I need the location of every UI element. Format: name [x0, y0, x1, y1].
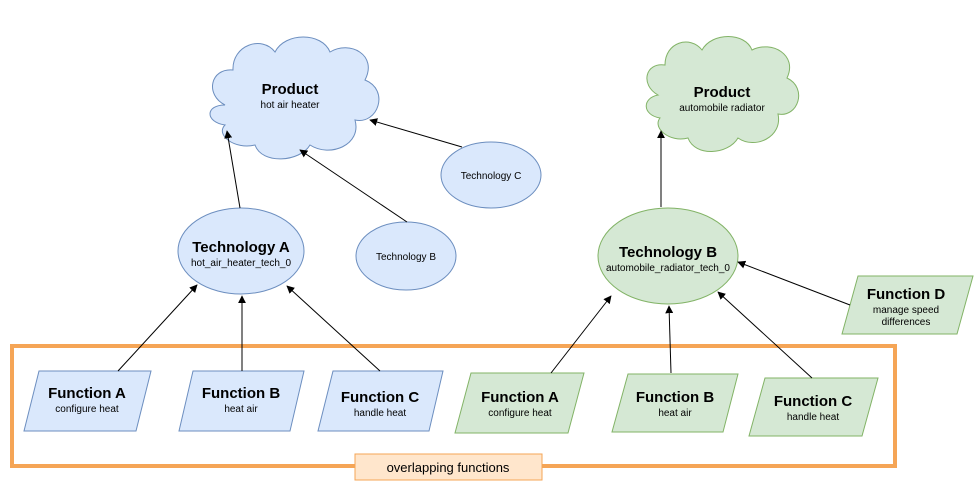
left-function-a-node: Function A configure heat [23, 370, 152, 432]
left-function-b-title: Function B [202, 385, 280, 402]
right-function-a-node: Function A configure heat [454, 372, 585, 434]
right-product-cloud-shape [645, 36, 799, 152]
right-function-c-title: Function C [774, 393, 852, 410]
left-function-c-node: Function C handle heat [317, 370, 444, 432]
left-product-cloud: Product hot air heater [209, 36, 380, 160]
right-product-title: Product [694, 84, 751, 101]
arrow-left-func-a-to-tech-a [117, 284, 198, 372]
right-function-b-title: Function B [636, 389, 714, 406]
arrow-left-tech-c-to-product [369, 118, 463, 148]
left-function-a-shape [23, 370, 152, 432]
left-technology-c-ellipse [440, 141, 542, 209]
arrow-left-tech-a-to-product [224, 130, 241, 209]
left-technology-c-node: Technology C [440, 141, 542, 209]
left-technology-c-label: Technology C [461, 171, 522, 182]
right-product-cloud: Product automobile radiator [645, 36, 799, 152]
right-function-c-subtitle: handle heat [787, 412, 839, 423]
right-product-subtitle: automobile radiator [679, 103, 765, 114]
left-technology-a-title: Technology A [192, 239, 290, 256]
left-function-b-shape [178, 370, 305, 432]
left-function-c-subtitle: handle heat [354, 408, 406, 419]
left-function-a-title: Function A [48, 385, 126, 402]
left-function-a-subtitle: configure heat [55, 404, 119, 415]
left-technology-a-ellipse [177, 207, 305, 295]
right-technology-b-node: Technology B automobile_radiator_tech_0 [597, 207, 739, 305]
overlap-label-text: overlapping functions [387, 460, 510, 475]
left-technology-a-subtitle: hot_air_heater_tech_0 [191, 258, 292, 269]
right-function-a-subtitle: configure heat [488, 408, 552, 419]
overlap-label-box: overlapping functions [354, 453, 543, 481]
left-technology-a-node: Technology A hot_air_heater_tech_0 [177, 207, 305, 295]
right-technology-b-title: Technology B [619, 244, 717, 261]
right-function-d-subtitle-line1: manage speed [873, 305, 939, 316]
right-function-a-title: Function A [481, 389, 559, 406]
right-function-b-shape [611, 373, 739, 433]
right-function-d-shape [841, 275, 974, 335]
left-function-c-title: Function C [341, 389, 419, 406]
left-function-c-shape [317, 370, 444, 432]
left-technology-b-node: Technology B [355, 221, 457, 291]
left-technology-b-ellipse [355, 221, 457, 291]
arrow-left-tech-b-to-product [299, 149, 408, 223]
arrow-right-func-d-to-tech-b [737, 260, 851, 306]
right-function-b-node: Function B heat air [611, 373, 739, 433]
right-function-b-subtitle: heat air [658, 408, 692, 419]
right-function-a-shape [454, 372, 585, 434]
right-function-c-node: Function C handle heat [748, 377, 879, 437]
left-product-title: Product [262, 81, 319, 98]
left-technology-b-label: Technology B [376, 252, 436, 263]
right-function-c-shape [748, 377, 879, 437]
left-product-cloud-shape [209, 36, 380, 160]
right-function-d-subtitle-line2: differences [882, 317, 931, 328]
right-function-d-title: Function D [867, 286, 945, 303]
right-technology-b-ellipse [597, 207, 739, 305]
left-function-b-node: Function B heat air [178, 370, 305, 432]
overlap-label-rect [354, 453, 543, 481]
arrow-right-func-a-to-tech-b [550, 295, 612, 374]
right-technology-b-subtitle: automobile_radiator_tech_0 [606, 263, 730, 274]
left-function-b-subtitle: heat air [224, 404, 258, 415]
arrow-right-func-b-to-tech-b [665, 305, 674, 374]
arrow-left-func-c-to-tech-a [286, 285, 381, 372]
arrow-right-func-c-to-tech-b [717, 291, 813, 379]
left-product-subtitle: hot air heater [261, 100, 321, 111]
right-function-d-node: Function D manage speed differences [841, 275, 974, 335]
